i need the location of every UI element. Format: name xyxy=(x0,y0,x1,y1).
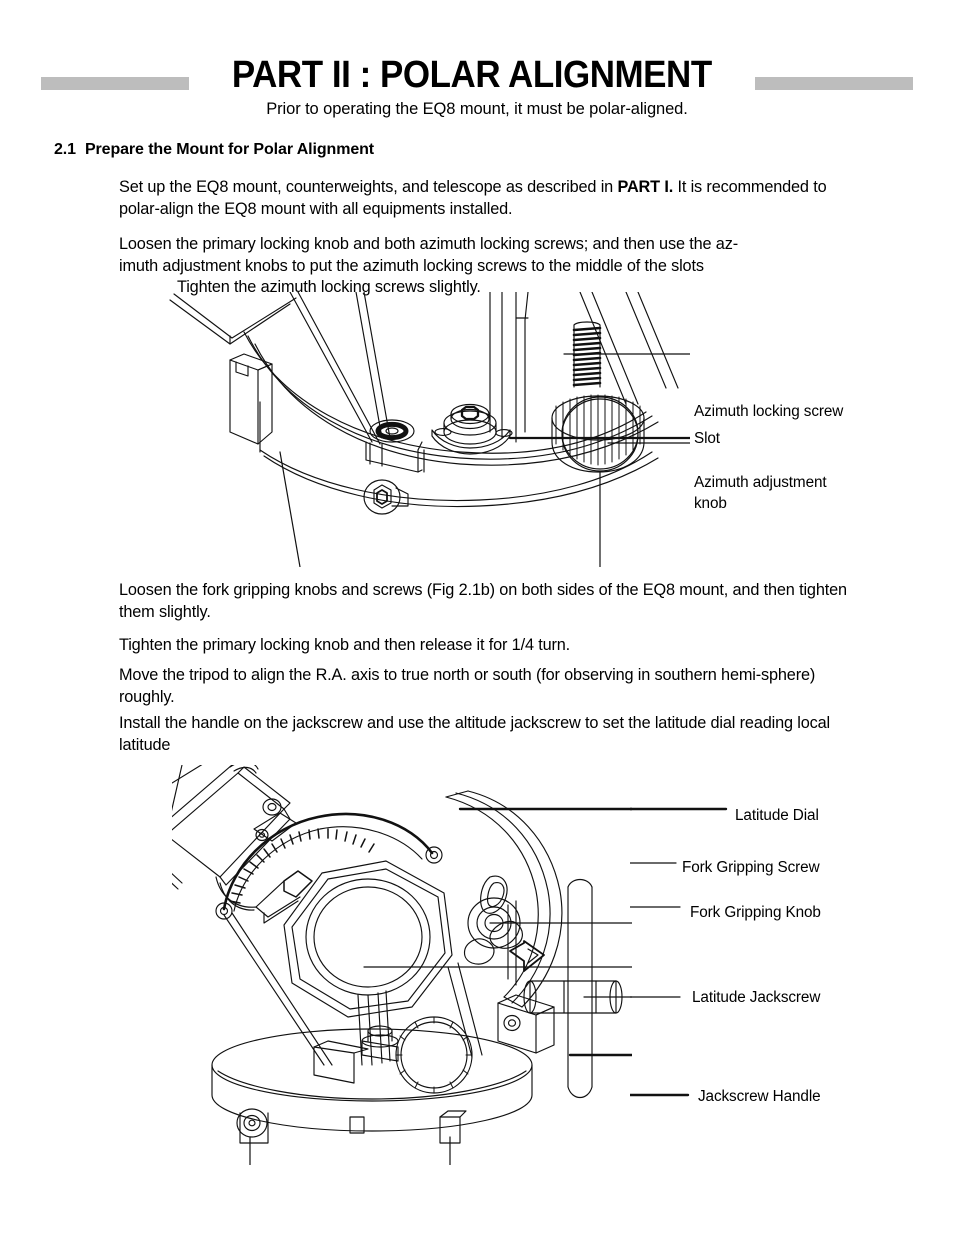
page-subtitle: Prior to operating the EQ8 mount, it mus… xyxy=(266,100,688,118)
azimuth-assembly-linework xyxy=(169,292,690,567)
latitude-assembly-linework xyxy=(172,765,632,1165)
figure2-leader-extensions xyxy=(630,807,728,1097)
callout-jackscrew-handle: Jackscrew Handle xyxy=(698,1088,821,1105)
callout-fork-gripping-knob: Fork Gripping Knob xyxy=(690,904,821,921)
paragraph-setup: Set up the EQ8 mount, counterweights, an… xyxy=(119,177,861,220)
paragraph-install-handle: Install the handle on the jackscrew and … xyxy=(119,714,831,754)
part-one-reference: PART I. xyxy=(617,178,674,196)
paragraph-lead: Set up the EQ8 mount, counterweights, an… xyxy=(119,178,618,196)
callout-azimuth-locking-screw: Azimuth locking screw xyxy=(694,403,844,420)
callout-latitude-jackscrew: Latitude Jackscrew xyxy=(692,989,821,1006)
section-heading: 2.1 Prepare the Mount for Polar Alignment xyxy=(54,141,374,159)
callout-azimuth-adjustment-knob: Azimuth adjustment knob xyxy=(694,474,827,512)
paragraph-line-2: imuth adjustment knobs to put the azimut… xyxy=(119,256,704,275)
callout-latitude-dial: Latitude Dial xyxy=(735,807,819,824)
figure2-callout-lines xyxy=(630,806,740,1106)
section-title: Prepare the Mount for Polar Alignment xyxy=(84,141,375,158)
page-title: PART II : POLAR ALIGNMENT xyxy=(232,54,712,96)
paragraph-fork-gripping: Loosen the fork gripping knobs and screw… xyxy=(119,581,847,621)
paragraph-line-3: Tighten the azimuth locking screws sligh… xyxy=(177,278,481,296)
callout-fork-gripping-screw: Fork Gripping Screw xyxy=(682,859,820,876)
paragraph-align-ra-axis: Move the tripod to align the R.A. axis t… xyxy=(119,666,816,706)
paragraph-primary-locking-knob: Tighten the primary locking knob and the… xyxy=(119,636,571,654)
title-rule-right xyxy=(754,76,913,90)
paragraph-tail: It is recommended to polar-align the EQ8… xyxy=(119,178,827,218)
title-banner: PART II : POLAR ALIGNMENT xyxy=(0,52,954,98)
title-rule-left xyxy=(41,76,190,90)
paragraph-loosen-azimuth: Loosen the primary locking knob and both… xyxy=(119,234,861,299)
section-number: 2.1 xyxy=(54,141,76,158)
callout-slot: Slot xyxy=(694,430,720,447)
figure-latitude-assembly xyxy=(172,765,632,1165)
figure-azimuth-assembly xyxy=(160,292,690,567)
paragraph-line-1: Loosen the primary locking knob and both… xyxy=(119,235,738,253)
